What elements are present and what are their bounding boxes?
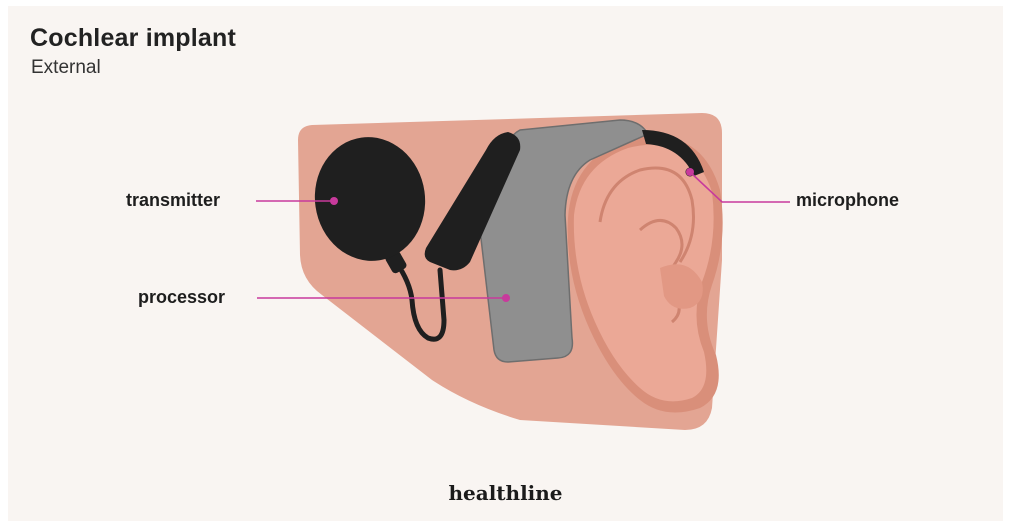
label-transmitter: transmitter [126, 190, 220, 211]
label-microphone: microphone [796, 190, 899, 211]
brand-logo: healthline [0, 481, 1011, 505]
label-processor: processor [138, 287, 225, 308]
page-subtitle: External [31, 57, 101, 79]
page-title: Cochlear implant [30, 24, 236, 53]
